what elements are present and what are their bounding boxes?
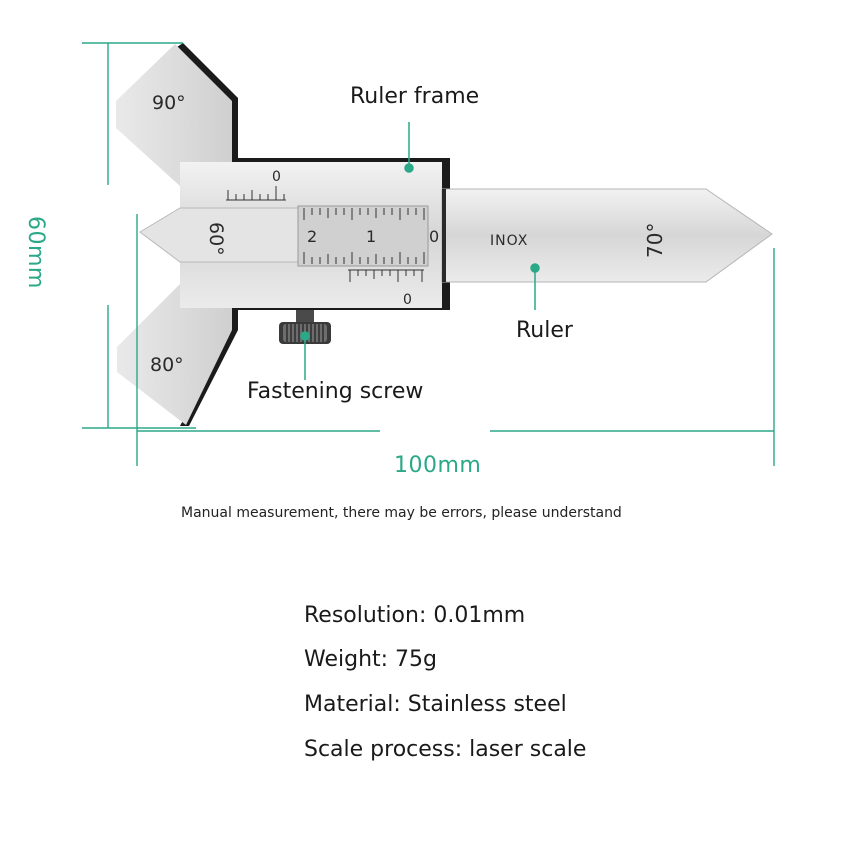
top-wing (116, 44, 232, 186)
vernier-window (297, 205, 429, 267)
scale-0: 0 (429, 227, 439, 246)
angle-60-engraving: 60° (205, 222, 227, 256)
measurement-note: Manual measurement, there may be errors,… (181, 505, 622, 521)
vernier-ticks-top (303, 208, 425, 220)
top-frame-scale (226, 186, 286, 201)
bottom-wing (117, 284, 232, 425)
frame-zero-bottom: 0 (403, 292, 412, 308)
vernier-ticks-bottom (303, 252, 425, 264)
ruler-label: Ruler (516, 318, 573, 343)
dimension-lines (82, 42, 775, 466)
angle-80-engraving: 80° (150, 354, 184, 376)
spec-weight: Weight: 75g (304, 647, 438, 672)
scale-1: 1 (366, 227, 376, 246)
frame-zero-top: 0 (272, 169, 281, 185)
angle-70-engraving: 70° (643, 223, 667, 258)
bottom-frame-scale (348, 269, 424, 282)
angle-90-engraving: 90° (152, 92, 186, 114)
callout-leaders (300, 122, 540, 380)
width-dimension: 100mm (394, 453, 482, 478)
ruler-frame-label: Ruler frame (350, 84, 480, 109)
ruler-blade-edge (442, 189, 446, 282)
spec-scale-process: Scale process: laser scale (304, 737, 587, 762)
fastening-screw-label: Fastening screw (247, 379, 424, 404)
bottom-wing-shadow (180, 310, 238, 426)
spec-resolution: Resolution: 0.01mm (304, 603, 526, 628)
spec-material: Material: Stainless steel (304, 692, 567, 717)
height-dimension: 60mm (23, 216, 48, 289)
scale-2: 2 (307, 227, 317, 246)
brand-engraving: INOX (490, 233, 528, 249)
